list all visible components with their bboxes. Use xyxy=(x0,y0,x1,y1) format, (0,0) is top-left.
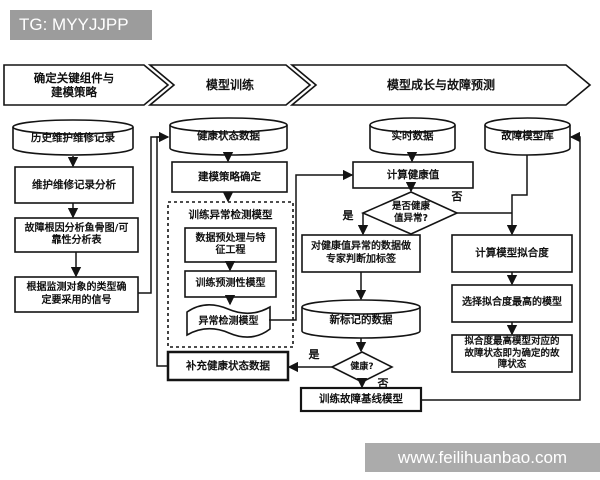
cylinder-newly-labeled-data xyxy=(301,299,421,339)
phase-banner-1 xyxy=(3,64,170,106)
connectors xyxy=(67,131,581,401)
node-data-preprocessing xyxy=(184,227,277,263)
node-maintenance-record-analysis xyxy=(14,166,134,204)
node-select-best-fit-model xyxy=(451,284,573,323)
decision-healthy xyxy=(330,351,394,383)
cylinder-realtime-data xyxy=(369,117,456,156)
node-expert-labeling xyxy=(301,234,421,273)
node-compute-model-fit xyxy=(451,234,573,273)
node-fault-root-cause xyxy=(14,217,139,253)
cylinder-historical-records xyxy=(12,119,134,156)
phase-banner-2 xyxy=(147,64,312,106)
node-modeling-strategy xyxy=(171,161,288,193)
phase-banner-3 xyxy=(289,64,592,106)
watermark-bottom: www.feilihuanbao.com xyxy=(365,443,600,472)
node-supplement-health-data xyxy=(166,350,290,382)
node-compute-health-value xyxy=(352,161,474,189)
node-fit-fault-state xyxy=(451,334,573,373)
cylinder-fault-model-library xyxy=(484,117,571,156)
node-signal-selection xyxy=(14,276,139,313)
decision-health-value-abnormal xyxy=(361,191,459,235)
node-train-fault-baseline xyxy=(299,386,423,413)
node-anomaly-detection-model xyxy=(186,304,271,338)
watermark-top: TG: MYYJJPP xyxy=(10,10,152,40)
node-train-predictive-model xyxy=(184,270,277,298)
cylinder-health-state-data xyxy=(169,117,288,156)
